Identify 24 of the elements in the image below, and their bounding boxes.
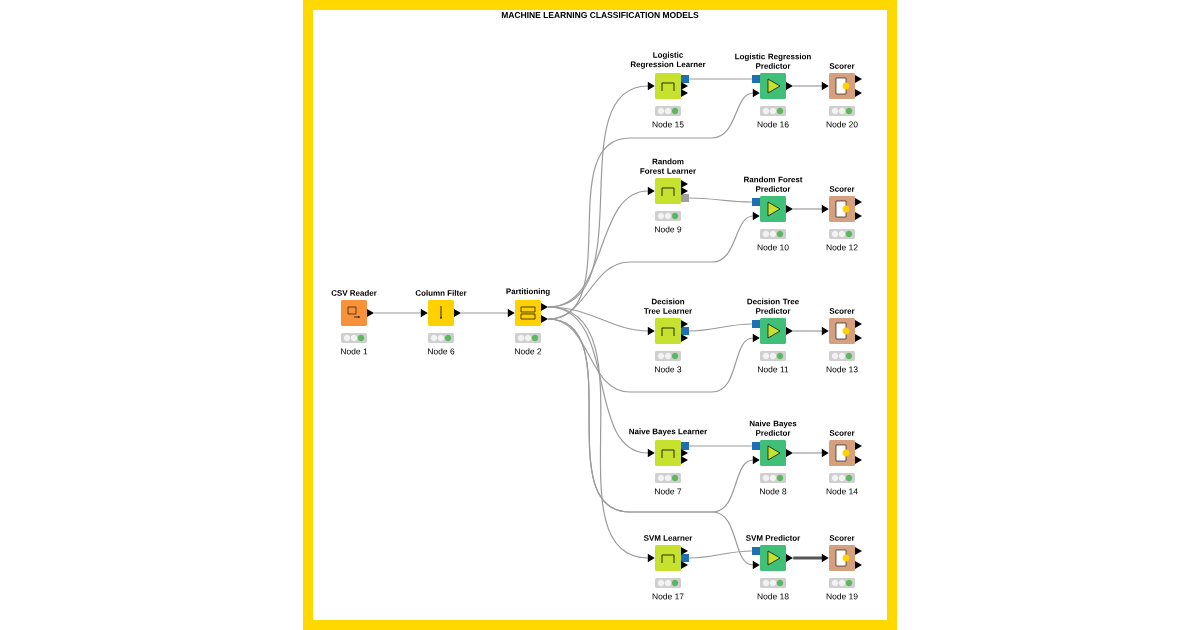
node-label: Node 17: [652, 593, 684, 600]
node-label: Node 19: [826, 593, 858, 600]
connector: [688, 78, 753, 80]
node-label: Node 8: [760, 488, 787, 495]
node-label: Node 6: [428, 348, 455, 355]
node-label: Node 15: [652, 121, 684, 128]
node-label: Node 11: [758, 366, 789, 373]
node-label: Node 20: [826, 121, 858, 128]
connector: [688, 323, 753, 332]
node-label: Node 13: [826, 366, 858, 373]
connector: [688, 197, 753, 203]
node-label: Node 10: [757, 244, 789, 251]
node-label: Node 1: [341, 348, 368, 355]
node-label: Node 12: [826, 244, 858, 251]
connector: [688, 445, 753, 447]
node-label: Node 16: [757, 121, 789, 128]
node-label: Node 9: [655, 226, 682, 233]
node-label: Node 2: [515, 348, 542, 355]
node-label: Node 14: [826, 488, 858, 495]
node-label: Node 18: [757, 593, 789, 600]
connector: [688, 550, 753, 559]
node-label: Node 7: [655, 488, 682, 495]
diagram-title: MACHINE LEARNING CLASSIFICATION MODELS: [501, 12, 699, 18]
node-label: Node 3: [655, 366, 682, 373]
